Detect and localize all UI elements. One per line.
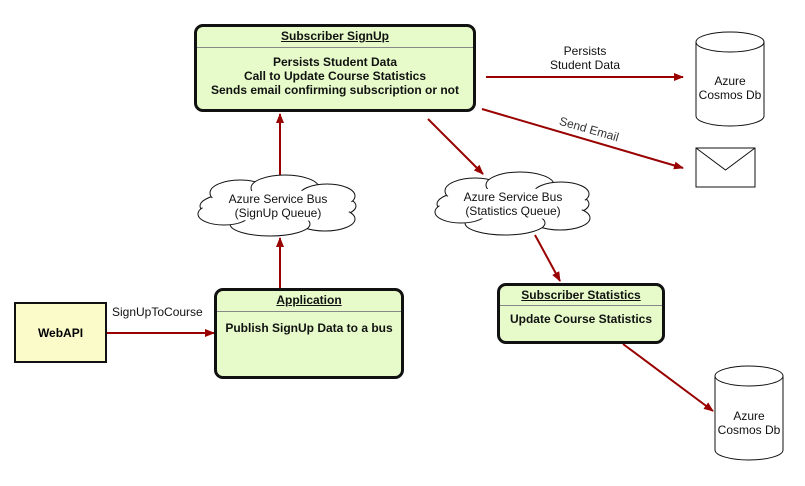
persists-line-1: Persists <box>563 44 607 58</box>
subscriber-signup-line-3: Sends email confirming subscription or n… <box>210 83 460 97</box>
statistics-queue-cloud <box>434 171 591 236</box>
cosmos-db-top-cylinder <box>695 31 765 127</box>
subscriber-signup-box: Subscriber SignUp Persists Student Data … <box>194 24 476 112</box>
title-divider <box>500 305 662 306</box>
title-divider <box>217 311 401 312</box>
application-box: Application Publish SignUp Data to a bus <box>214 288 404 379</box>
cosmos-top-line-1: Azure <box>714 74 746 88</box>
statistics-queue-label: Azure Service Bus (Statistics Queue) <box>453 190 573 218</box>
signup-queue-line-1: Azure Service Bus <box>228 192 328 206</box>
subscriber-signup-title: Subscriber SignUp <box>280 29 390 43</box>
cosmos-bottom-line-2: Cosmos Db <box>717 423 781 437</box>
persists-edge-label: Persists Student Data <box>540 44 630 72</box>
signup-queue-cloud <box>197 174 357 237</box>
subscriber-statistics-title: Subscriber Statistics <box>521 288 641 302</box>
subscriber-statistics-body: Update Course Statistics <box>509 312 653 326</box>
statistics-queue-line-2: (Statistics Queue) <box>465 204 561 218</box>
persists-line-2: Student Data <box>549 58 621 72</box>
arrow-signup-to-email <box>481 108 684 170</box>
cosmos-bottom-label: Azure Cosmos Db <box>715 409 783 437</box>
subscriber-signup-line-1: Persists Student Data <box>272 55 398 69</box>
statistics-queue-line-1: Azure Service Bus <box>463 190 563 204</box>
subscriber-signup-line-2: Call to Update Course Statistics <box>243 69 427 83</box>
cosmos-top-line-2: Cosmos Db <box>698 88 762 102</box>
arrow-signup-to-stats-bus <box>427 118 484 175</box>
signup-queue-label: Azure Service Bus (SignUp Queue) <box>218 192 338 220</box>
application-title: Application <box>276 293 342 307</box>
arrow-stats-to-cosmos <box>622 343 714 412</box>
arrow-stats-bus-to-subscriber-stats <box>534 234 561 282</box>
cosmos-top-label: Azure Cosmos Db <box>696 74 764 102</box>
title-divider <box>197 47 473 48</box>
signup-to-course-label: SignUpToCourse <box>112 305 203 319</box>
webapi-box: WebAPI <box>14 302 107 363</box>
application-body: Publish SignUp Data to a bus <box>225 321 393 335</box>
cosmos-bottom-line-1: Azure <box>733 409 765 423</box>
signup-queue-line-2: (SignUp Queue) <box>234 206 322 220</box>
cosmos-db-bottom-cylinder <box>714 365 784 461</box>
subscriber-statistics-box: Subscriber Statistics Update Course Stat… <box>497 283 665 344</box>
webapi-label: WebAPI <box>37 325 84 340</box>
email-envelope-icon <box>695 147 756 188</box>
